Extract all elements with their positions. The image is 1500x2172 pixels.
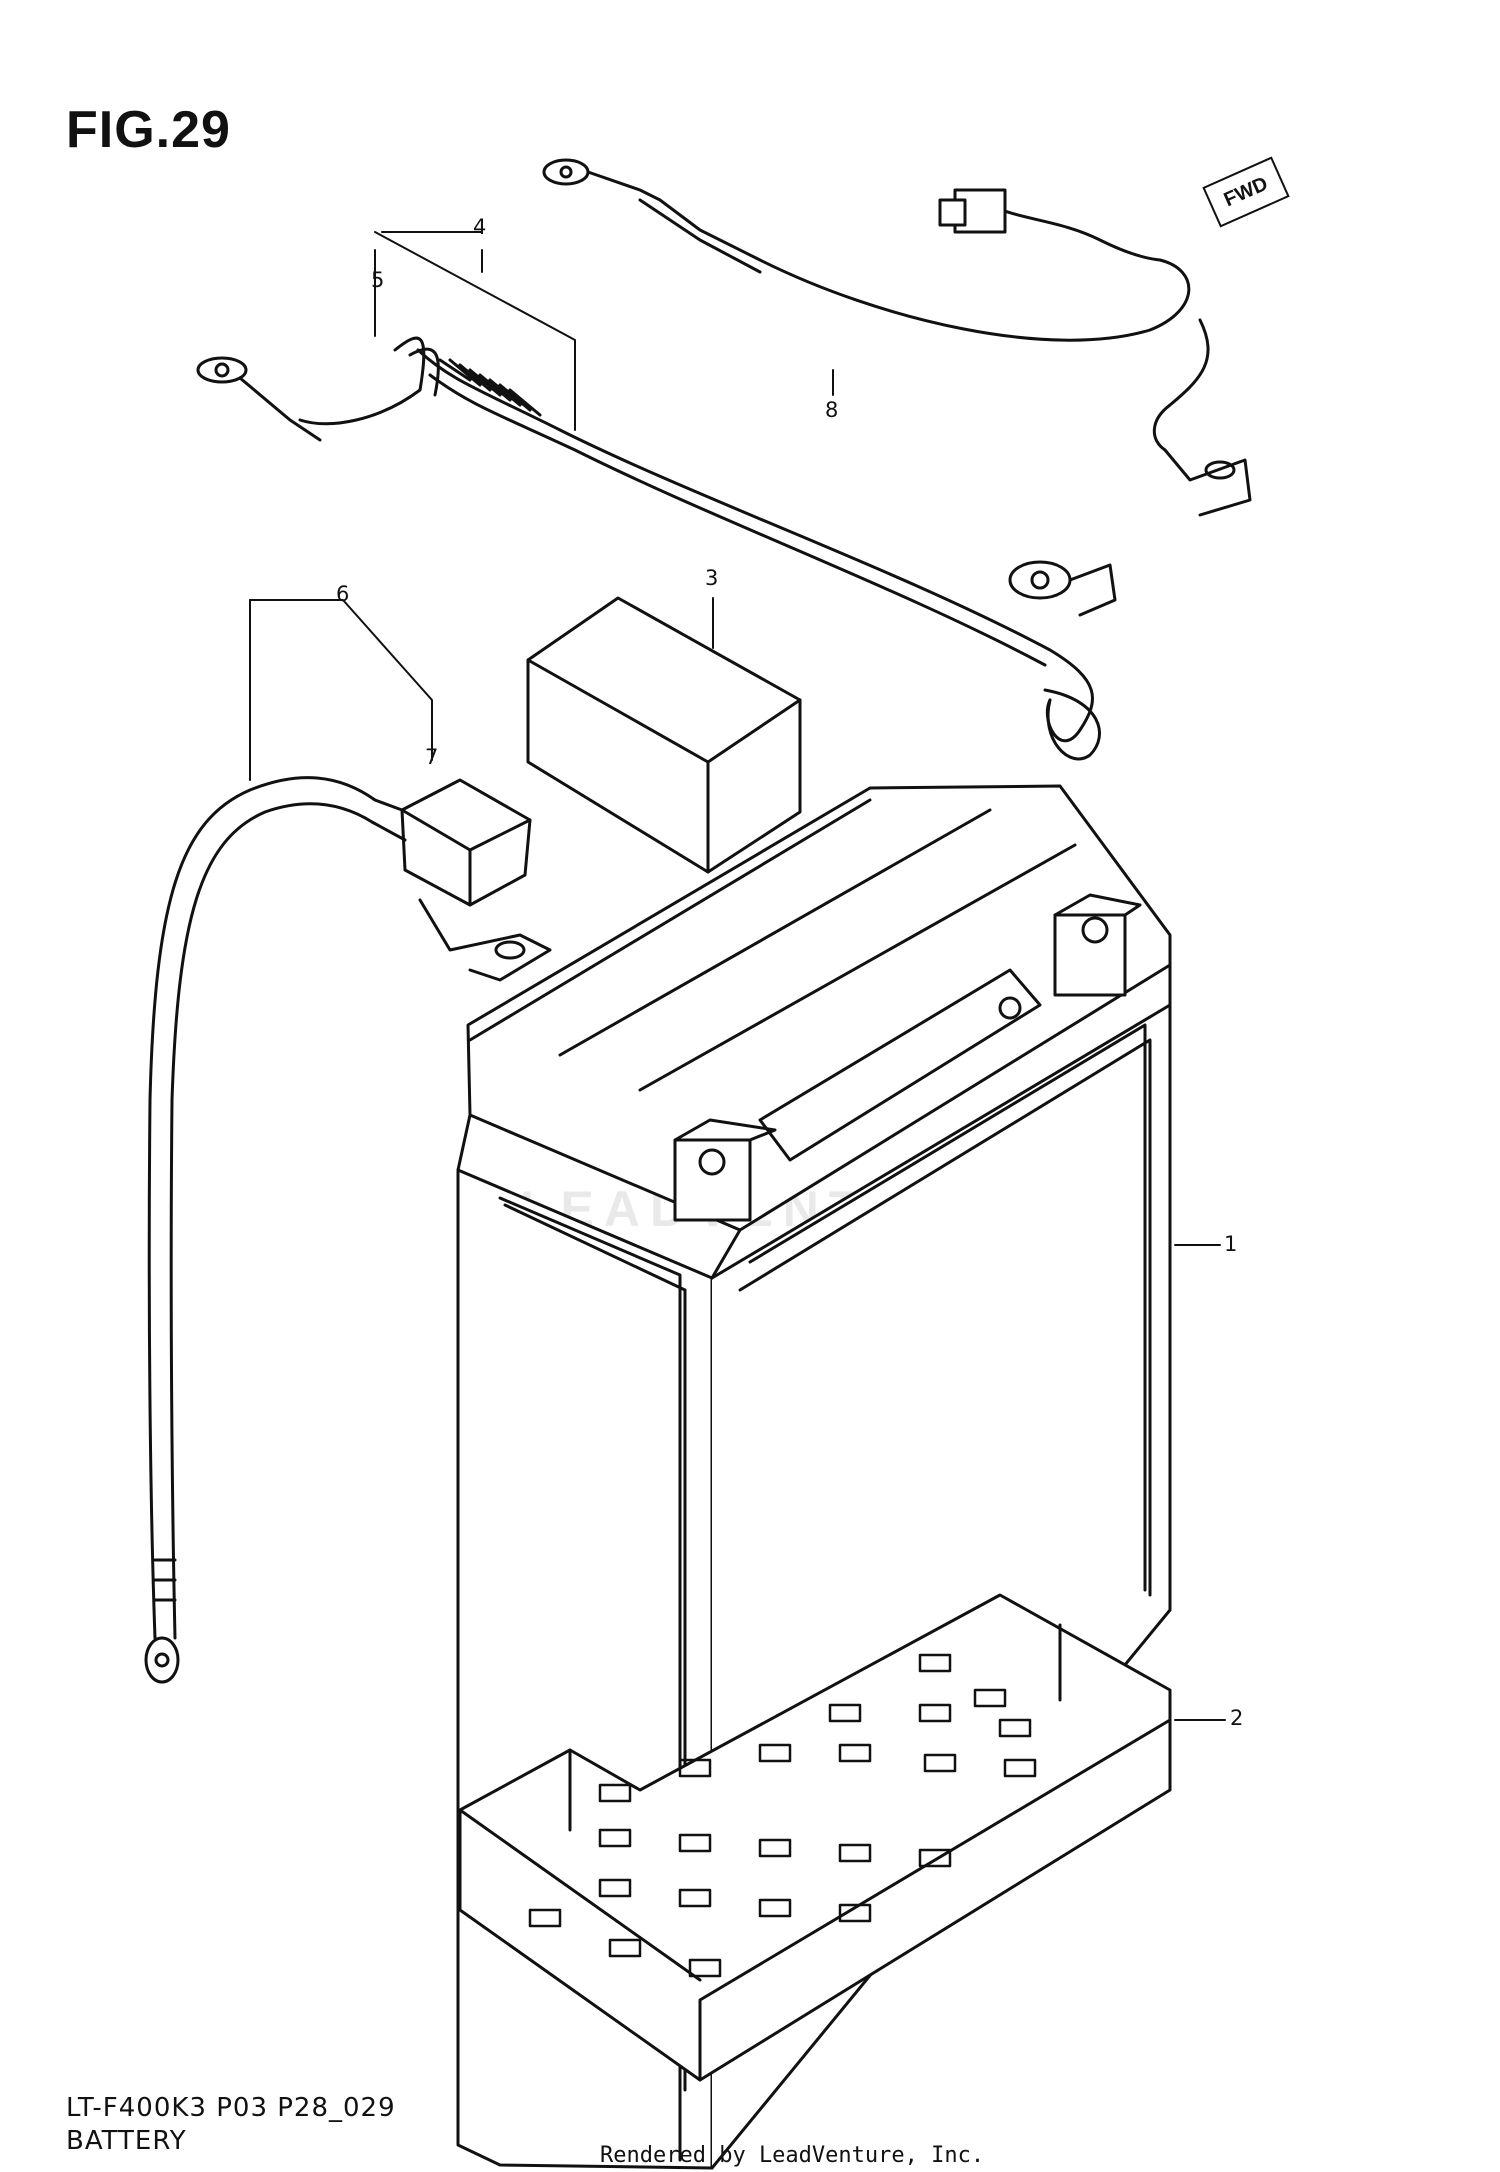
callout-2: 2 [1230, 1706, 1244, 1730]
figure-caption: BATTERY [66, 2126, 187, 2156]
callout-3: 3 [705, 566, 719, 590]
callout-1: 1 [1224, 1232, 1238, 1256]
callout-4: 4 [473, 215, 487, 239]
leader-lines [249, 231, 1226, 1721]
callout-8: 8 [825, 398, 839, 422]
positive-cable [196, 336, 1117, 761]
render-credit: Rendered by LeadVenture, Inc. [600, 2143, 985, 2168]
negative-cable [144, 776, 552, 1684]
callout-7: 7 [425, 745, 439, 769]
model-code: LT-F400K3 P03 P28_029 [66, 2093, 396, 2123]
callout-5: 5 [371, 268, 385, 292]
callout-6: 6 [336, 582, 350, 606]
wire-harness [542, 158, 1252, 517]
battery-tray [458, 1593, 1172, 2082]
battery-pad [526, 596, 802, 874]
figure-title: FIG.29 [66, 101, 231, 159]
